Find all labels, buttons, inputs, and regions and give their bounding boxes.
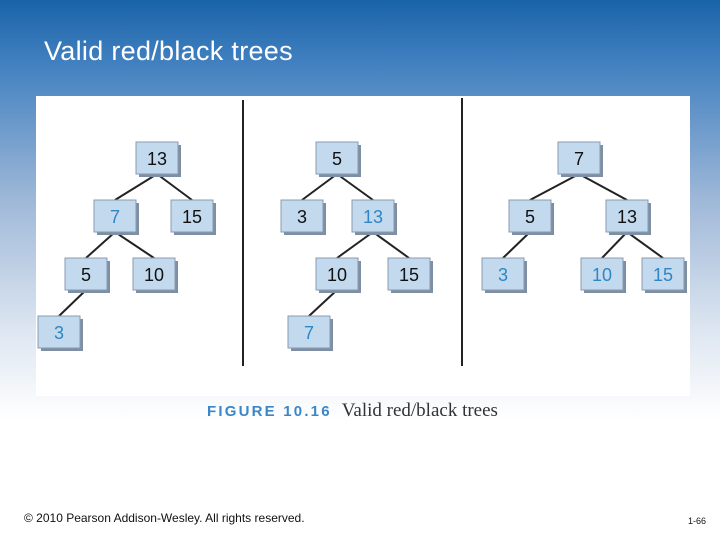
tree-node-black: 5 <box>64 257 110 293</box>
node-box <box>557 141 601 175</box>
node-value: 15 <box>399 265 419 285</box>
tree-node-black: 13 <box>135 141 181 177</box>
node-value: 10 <box>327 265 347 285</box>
node-value: 3 <box>54 323 64 343</box>
node-box <box>287 315 331 349</box>
tree-node-red: 3 <box>37 315 83 351</box>
node-box <box>315 141 359 175</box>
node-value: 13 <box>617 207 637 227</box>
tree-edge <box>114 231 155 259</box>
tree-node-red: 10 <box>580 257 626 293</box>
node-box <box>170 199 214 233</box>
tree-node-black: 15 <box>387 257 433 293</box>
slide-title: Valid red/black trees <box>44 36 293 66</box>
tree-edge <box>529 173 580 201</box>
node-box <box>315 257 359 291</box>
tree-edge <box>578 173 628 201</box>
tree-edge <box>114 173 158 201</box>
figure-label: FIGURE 10.16 <box>207 403 332 420</box>
node-value: 15 <box>182 207 202 227</box>
node-value: 7 <box>304 323 314 343</box>
tree-node-red: 15 <box>641 257 687 293</box>
tree-edge <box>85 231 116 259</box>
node-box <box>481 257 525 291</box>
node-box <box>64 257 108 291</box>
node-value: 5 <box>525 207 535 227</box>
node-value: 7 <box>110 207 120 227</box>
node-box <box>508 199 552 233</box>
figure-caption: FIGURE 10.16 Valid red/black trees <box>207 400 498 424</box>
node-box <box>351 199 395 233</box>
tree-edge <box>336 231 374 259</box>
tree-edge <box>502 231 531 259</box>
node-box <box>132 257 176 291</box>
tree-node-red: 7 <box>93 199 139 235</box>
tree-node-black: 10 <box>132 257 178 293</box>
tree-node-black: 10 <box>315 257 361 293</box>
tree-edge <box>336 173 374 201</box>
tree-edge <box>156 173 193 201</box>
node-value: 3 <box>297 207 307 227</box>
tree-node-black: 5 <box>508 199 554 235</box>
page-number: 1-66 <box>687 516 706 526</box>
node-value: 7 <box>574 149 584 169</box>
node-box <box>387 257 431 291</box>
node-value: 10 <box>144 265 164 285</box>
tree-edge <box>308 289 338 317</box>
node-value: 13 <box>147 149 167 169</box>
tree-node-black: 3 <box>280 199 326 235</box>
edges-layer <box>58 173 664 317</box>
node-value: 5 <box>332 149 342 169</box>
node-box <box>280 199 324 233</box>
tree-node-red: 13 <box>351 199 397 235</box>
tree-edge <box>372 231 410 259</box>
nodes-layer: 13 7 15 5 10 3 5 3 13 10 15 7 7 5 13 3 10 15 <box>37 141 687 351</box>
figure-caption-text: Valid red/black trees <box>341 400 498 421</box>
tree-node-red: 7 <box>287 315 333 351</box>
node-box <box>580 257 624 291</box>
node-box <box>93 199 137 233</box>
tree-node-black: 15 <box>170 199 216 235</box>
red-black-trees-diagram: 13 7 15 5 10 3 5 3 13 10 15 7 7 5 13 3 10 15 <box>37 98 687 366</box>
tree-node-black: 5 <box>315 141 361 177</box>
node-value: 10 <box>592 265 612 285</box>
tree-edge <box>601 231 628 259</box>
copyright-notice: © 2010 Pearson Addison-Wesley. All right… <box>24 511 305 525</box>
node-box <box>605 199 649 233</box>
node-value: 15 <box>653 265 673 285</box>
tree-node-black: 13 <box>605 199 651 235</box>
tree-edge <box>58 289 87 317</box>
node-box <box>641 257 685 291</box>
tree-edge <box>626 231 664 259</box>
tree-node-red: 3 <box>481 257 527 293</box>
node-box <box>135 141 179 175</box>
figure-panel: 13 7 15 5 10 3 5 3 13 10 15 7 7 5 13 3 10 15 <box>36 96 690 396</box>
tree-edge <box>301 173 338 201</box>
node-value: 3 <box>498 265 508 285</box>
node-value: 5 <box>81 265 91 285</box>
node-value: 13 <box>363 207 383 227</box>
tree-node-black: 7 <box>557 141 603 177</box>
node-box <box>37 315 81 349</box>
